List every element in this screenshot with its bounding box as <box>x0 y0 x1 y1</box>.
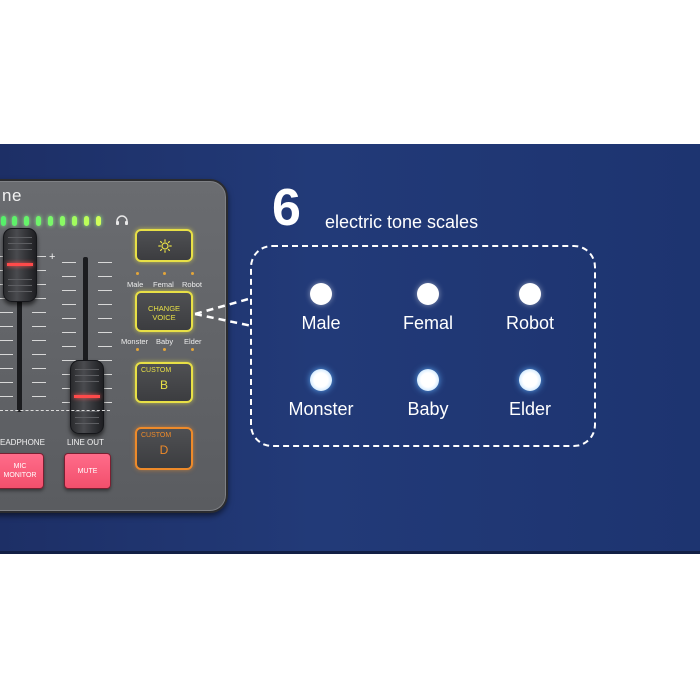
fader-scale <box>62 262 76 412</box>
voice-label-femal: Femal <box>153 280 174 289</box>
fader-baseline <box>0 410 110 411</box>
mic-monitor-button[interactable]: MIC MONITOR <box>0 453 44 489</box>
level-led <box>1 216 6 226</box>
feature-headline: electric tone scales <box>325 212 479 232</box>
level-led <box>48 216 53 226</box>
level-led <box>60 216 65 226</box>
voice-option-robot: Robot <box>475 283 585 334</box>
custom-d-pad[interactable]: CUSTOM D <box>135 427 193 470</box>
fader-scale <box>98 262 112 412</box>
level-led <box>24 216 29 226</box>
mic-monitor-label: MIC <box>13 463 27 470</box>
change-voice-label: VOICE <box>152 313 176 322</box>
level-led <box>36 216 41 226</box>
voice-option-dot <box>519 369 541 391</box>
level-led <box>84 216 89 226</box>
mic-monitor-label: MONITOR <box>3 472 37 479</box>
voice-indicator <box>163 272 166 275</box>
voice-option-femal: Femal <box>373 283 483 334</box>
brightness-pad[interactable] <box>135 229 193 262</box>
voice-option-dot <box>417 369 439 391</box>
headphone-fader[interactable] <box>3 228 37 302</box>
voice-indicator <box>163 348 166 351</box>
plus-mark: + <box>49 251 56 263</box>
voice-indicator <box>191 348 194 351</box>
voice-option-dot <box>519 283 541 305</box>
voice-option-label: Femal <box>402 313 453 333</box>
brand-name: ne <box>2 186 22 205</box>
headphone-label: EADPHONE <box>0 438 45 447</box>
voice-option-dot <box>310 283 332 305</box>
voice-option-dot <box>417 283 439 305</box>
voice-label-robot: Robot <box>182 280 203 289</box>
custom-b-letter: B <box>159 378 168 392</box>
voice-label-monster: Monster <box>121 337 149 346</box>
line-out-fader[interactable] <box>70 360 104 434</box>
level-led <box>72 216 77 226</box>
change-voice-pad[interactable]: CHANGE VOICE <box>135 291 193 332</box>
mute-label: MUTE <box>77 467 98 475</box>
fader-scale <box>32 256 46 406</box>
voice-label-baby: Baby <box>156 337 174 346</box>
voice-option-label: Baby <box>407 399 449 419</box>
voice-options-box <box>250 245 596 447</box>
voice-option-label: Elder <box>508 399 552 419</box>
line-out-label: LINE OUT <box>67 438 104 447</box>
voice-option-label: Monster <box>288 399 354 419</box>
voice-indicator <box>136 272 139 275</box>
voice-option-label: Male <box>301 313 341 333</box>
custom-d-letter: D <box>159 443 169 457</box>
voice-indicator <box>191 272 194 275</box>
fader-track <box>83 257 88 417</box>
headphone-icon <box>116 215 128 225</box>
level-led <box>96 216 101 226</box>
voice-option-dot <box>310 369 332 391</box>
mute-button[interactable]: MUTE <box>64 453 111 489</box>
voice-label-elder: Elder <box>184 337 202 346</box>
sun-icon <box>158 239 172 253</box>
voice-label-male: Male <box>127 280 144 289</box>
voice-option-monster: Monster <box>266 369 376 420</box>
fader-track <box>17 246 22 412</box>
voice-option-baby: Baby <box>373 369 483 420</box>
custom-d-tag: CUSTOM <box>141 432 172 439</box>
level-led <box>12 216 17 226</box>
voice-option-male: Male <box>266 283 376 334</box>
custom-b-tag: CUSTOM <box>141 367 172 374</box>
change-voice-label: CHANGE <box>147 304 181 313</box>
voice-option-label: Robot <box>505 313 555 333</box>
voice-indicator <box>136 348 139 351</box>
tone-count: 6 <box>272 179 301 237</box>
voice-option-elder: Elder <box>475 369 585 420</box>
custom-b-pad[interactable]: CUSTOM B <box>135 362 193 403</box>
